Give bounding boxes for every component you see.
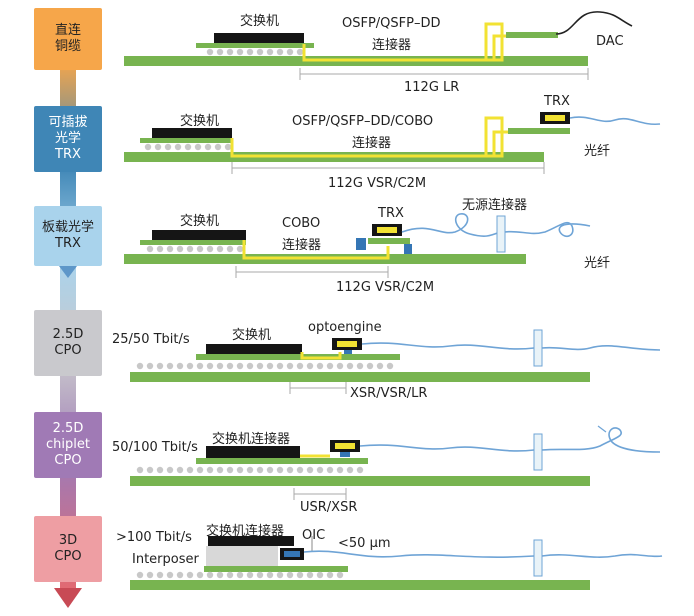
row3-fiber-label: 光纤 [584,256,611,271]
row6-oic-label: OIC [302,528,326,543]
row1-connector-label-2: 连接器 [372,38,412,53]
stage-label-line: CPO [54,453,82,468]
row2-switch-chip [152,128,232,138]
row5-rate-label: 50/100 Tbit/s [112,440,198,455]
row3-drawing [124,213,591,278]
row3-connector-label: COBO [282,216,321,231]
row1-dac-cable [555,11,633,35]
row4-engine-label: optoengine [308,320,382,335]
row1-dimension-label: 112G LR [404,80,460,95]
row5-dimension-label: USR/XSR [300,500,358,515]
row1-connector [484,22,504,62]
row1-solder-balls [206,48,304,56]
stage-label-line: 光学 [54,131,81,146]
row3-passive-connector-label: 无源连接器 [462,198,528,213]
stage-label-line: 直连 [54,23,81,38]
row2-module-label: TRX [544,94,570,109]
row2-connector-label: OSFP/QSFP–DD/COBO [292,114,434,129]
stage-label-line: chiplet [46,437,90,452]
row1-substrate [196,43,314,48]
row6-switch-connector-label: 交换机连接器 [206,524,285,539]
row3-module-label: TRX [378,206,404,221]
progression-arrow-tip [56,262,80,278]
row3-switch-label: 交换机 [180,214,220,229]
stage-label-line: 2.5D [52,421,84,436]
row1-cable-label: DAC [596,34,624,49]
row4-drawing [130,329,661,394]
row1-switch-label: 交换机 [240,14,280,29]
progression-arrow-head [54,588,82,608]
row2-fiber-label: 光纤 [584,144,611,159]
stage-label-line: TRX [55,147,81,162]
row3-dimension-label: 112G VSR/C2M [336,280,435,295]
row2-switch-label: 交换机 [180,114,220,129]
stage-label-line: 可插拔 [48,115,88,130]
stage-label-line: CPO [54,343,82,358]
row2-drawing [124,112,661,174]
stage-label-line: TRX [55,236,81,251]
row5-switch-connector-label: 交换机连接器 [212,432,291,447]
row4-switch-label: 交换机 [232,328,272,343]
row2-dimension-label: 112G VSR/C2M [328,176,427,191]
row6-spacing-label: <50 μm [338,536,391,551]
stage-label-line: 3D [58,533,78,548]
row5-drawing [130,425,661,500]
row6-drawing [130,536,663,590]
stage-label-line: 板载光学 [41,220,94,235]
row1-connector-label: OSFP/QSFP–DD [342,16,441,31]
row1-drawing [124,11,633,80]
row6-interposer [206,546,278,566]
row2-fiber [569,116,661,125]
stage-label-line: 铜缆 [54,39,81,54]
row6-interposer-label: Interposer [132,552,199,567]
row4-rate-label: 25/50 Tbit/s [112,332,190,347]
row2-substrate [140,138,232,143]
stage-direct-copper: 直连铜缆 [34,8,102,70]
row4-dimension-label: XSR/VSR/LR [350,386,428,401]
row3-connector-label-2: 连接器 [282,238,322,253]
row1-switch-chip [214,33,304,43]
row1-plug-board [506,32,558,38]
stage-label-line: 2.5D [52,327,84,342]
row2-connector-label-2: 连接器 [352,136,392,151]
row6-rate-label: >100 Tbit/s [116,530,192,545]
stage-label-line: CPO [54,549,82,564]
